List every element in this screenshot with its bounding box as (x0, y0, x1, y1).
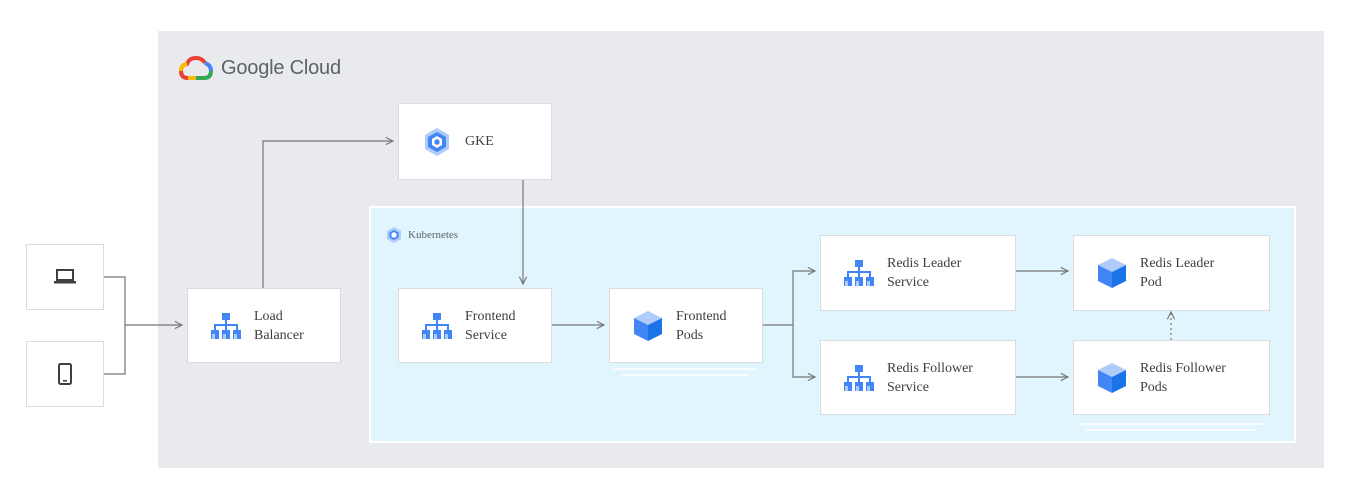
google-cloud-icon (179, 56, 213, 80)
mobile-client (26, 341, 104, 407)
frontend-pods-label-line2: Pods (676, 327, 704, 343)
mobile-phone-icon (58, 363, 72, 385)
load-balancer-label-line1: Load (254, 308, 283, 324)
network-service-icon (208, 312, 244, 340)
network-service-icon (841, 259, 877, 287)
load-balancer-label-line2: Balancer (254, 327, 304, 343)
kubernetes-icon (387, 227, 401, 243)
brand-name: Google Cloud (221, 56, 341, 79)
frontend-service-label-line2: Service (465, 327, 507, 343)
redis-leader-pod-label-line1: Redis Leader (1140, 256, 1215, 271)
edge-pods-redis-follower (792, 325, 815, 377)
network-service-icon (419, 312, 455, 340)
pod-cube-icon (1094, 257, 1130, 289)
edge-load-balancer-gke (262, 141, 393, 288)
redis-follower-service-label-line2: Service (887, 379, 929, 395)
frontend-service-label-line1: Frontend (465, 308, 516, 324)
laptop-client (26, 244, 104, 310)
gke-label: GKE (465, 134, 494, 149)
kubernetes-label: Kubernetes (385, 226, 458, 244)
gke-icon (419, 127, 455, 157)
edge-laptop-merge (104, 276, 126, 325)
edge-pods-redis-leader (792, 271, 815, 325)
frontend-pods-label-line1: Frontend (676, 308, 727, 324)
redis-follower-pods-label-line2: Pods (1140, 379, 1168, 395)
laptop-icon (54, 269, 76, 284)
edge-phone-merge (104, 325, 126, 375)
gke-node: GKE (398, 103, 552, 180)
network-service-icon (841, 364, 877, 392)
redis-leader-pod-label-line2: Pod (1140, 275, 1162, 290)
redis-follower-service-label-line1: Redis Follower (887, 360, 973, 376)
redis-follower-pods-label-line1: Redis Follower (1140, 360, 1226, 376)
pod-cube-icon (630, 310, 666, 342)
google-cloud-logo: Google Cloud (179, 56, 341, 80)
redis-leader-service-label-line1: Redis Leader (887, 256, 962, 271)
pod-cube-icon (1094, 362, 1130, 394)
kubernetes-label-text: Kubernetes (408, 229, 459, 241)
redis-leader-service-label-line2: Service (887, 275, 929, 290)
